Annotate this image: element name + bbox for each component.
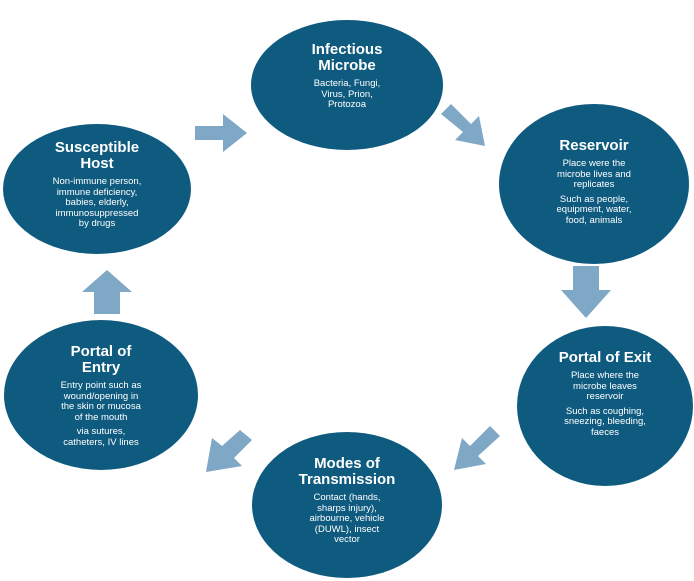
node-title: Portal of Exit: [558, 349, 652, 366]
arrow-transmission-to-entry: [206, 430, 252, 472]
arrow-shape: [561, 266, 611, 318]
arrow-entry-to-host: [82, 270, 132, 314]
portal-of-entry-node: Portal of Entry Entry point such as woun…: [4, 320, 198, 470]
desc-line: Entry point such as: [60, 380, 142, 391]
title-line: Transmission: [298, 471, 396, 488]
desc-line: (DUWL), insect: [314, 523, 380, 535]
desc-line: Protozoa: [327, 99, 366, 110]
node-title: Reservoir: [559, 137, 629, 154]
node-description: Non-immune person, immune deficiency, ba…: [52, 176, 142, 230]
desc-line: catheters, IV lines: [63, 436, 139, 448]
desc-line: Place where the: [570, 370, 640, 381]
node-description: Contact (hands, sharps injury), airbourn…: [309, 492, 385, 546]
node-description: Place were the microbe lives and replica…: [557, 158, 631, 191]
title-line: Susceptible: [54, 139, 140, 156]
desc-line: Place were the: [562, 158, 626, 169]
arrow-reservoir-to-exit: [561, 266, 611, 318]
desc-line: sneezing, bleeding,: [564, 416, 646, 427]
portal-of-exit-node: Portal of Exit Place where the microbe l…: [517, 326, 693, 486]
desc-line: immunosuppressed: [55, 207, 139, 219]
arrow-shape: [82, 270, 132, 314]
arrow-shape: [441, 104, 485, 146]
desc-line: equipment, water,: [556, 204, 632, 215]
desc-line: Bacteria, Fungi,: [313, 78, 381, 89]
desc-line: Contact (hands,: [313, 492, 381, 503]
node-examples: Such as coughing, sneezing, bleeding, fa…: [564, 405, 646, 439]
desc-line: wound/opening in: [63, 390, 139, 402]
desc-line: immune deficiency,: [56, 186, 138, 198]
title-line: Infectious: [311, 41, 383, 58]
node-title: Susceptible Host: [55, 140, 139, 172]
reservoir-node: Reservoir Place were the microbe lives a…: [499, 104, 689, 264]
desc-line: of the mouth: [74, 411, 128, 423]
modes-of-transmission-node: Modes of Transmission Contact (hands, sh…: [252, 432, 442, 578]
arrow-host-to-microbe: [195, 114, 247, 152]
title-line: Modes of: [314, 455, 380, 472]
desc-line: babies, elderly,: [65, 197, 129, 208]
desc-line: Virus, Prion,: [321, 88, 373, 100]
desc-line: Non-immune person,: [52, 176, 142, 187]
arrow-shape: [195, 114, 247, 152]
desc-line: sharps injury),: [317, 502, 377, 514]
arrow-microbe-to-reservoir: [441, 104, 485, 146]
title-line: Entry: [81, 359, 121, 376]
node-examples: Such as people, equipment, water, food, …: [556, 193, 632, 227]
desc-line: Such as people,: [559, 193, 629, 205]
desc-line: microbe leaves: [573, 380, 637, 392]
node-examples: via sutures, catheters, IV lines: [63, 426, 139, 448]
title-line: Host: [80, 155, 114, 172]
arrow-shape: [206, 430, 252, 472]
desc-line: the skin or mucosa: [61, 401, 141, 412]
desc-line: by drugs: [78, 218, 116, 229]
infectious-microbe-node: Infectious Microbe Bacteria, Fungi, Viru…: [251, 20, 443, 150]
desc-line: food, animals: [565, 214, 623, 226]
node-description: Bacteria, Fungi, Virus, Prion, Protozoa: [313, 78, 381, 111]
susceptible-host-node: Susceptible Host Non-immune person, immu…: [3, 124, 191, 254]
node-title: Modes of Transmission: [299, 456, 396, 488]
desc-line: airbourne, vehicle: [309, 513, 385, 524]
arrow-exit-to-transmission: [454, 426, 500, 470]
title-line: Portal of: [70, 343, 132, 360]
node-description: Place where the microbe leaves reservoir: [570, 370, 640, 403]
desc-line: replicates: [573, 179, 615, 190]
desc-line: vector: [334, 534, 360, 545]
desc-line: faeces: [591, 426, 619, 438]
title-line: Microbe: [318, 57, 376, 74]
node-title: Portal of Entry: [71, 344, 132, 376]
node-description: Entry point such as wound/opening in the…: [60, 380, 142, 423]
desc-line: microbe lives and: [557, 168, 631, 180]
desc-line: Such as coughing,: [565, 405, 645, 417]
arrow-shape: [454, 426, 500, 470]
node-title: Infectious Microbe: [312, 42, 383, 74]
desc-line: reservoir: [586, 391, 624, 402]
desc-line: via sutures,: [76, 426, 126, 437]
